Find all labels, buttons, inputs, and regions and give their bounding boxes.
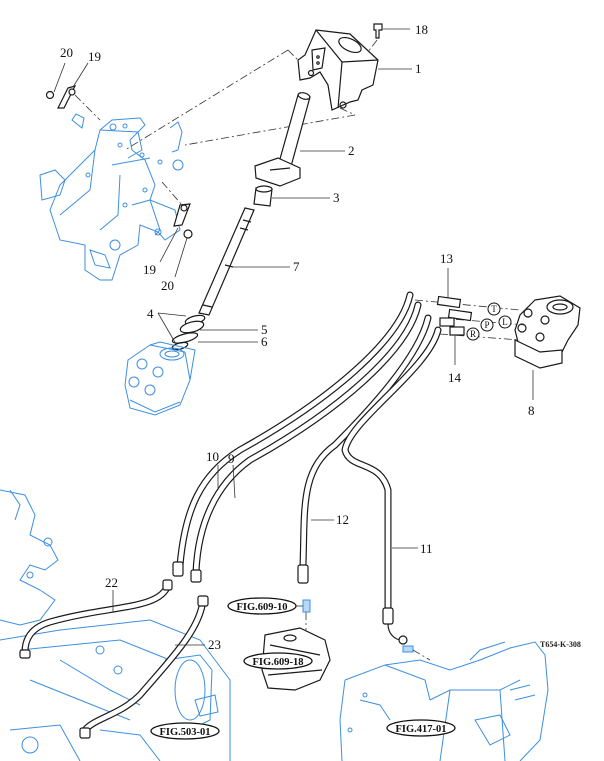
callout-2: 2	[348, 143, 355, 158]
callout-9: 9	[228, 451, 235, 466]
svg-text:R: R	[470, 329, 476, 339]
fig-ref-417-01[interactable]: FIG.417-01	[386, 719, 456, 737]
steering-valve-unit	[514, 295, 581, 400]
callout-11: 11	[420, 541, 433, 556]
callout-8: 8	[528, 403, 535, 418]
callout-20-lower: 20	[161, 278, 174, 293]
hose-bundle	[172, 291, 442, 645]
callout-5: 5	[261, 322, 268, 337]
svg-text:L: L	[502, 317, 508, 327]
port-label-p: P	[480, 318, 494, 332]
steering-column-bracket	[297, 29, 379, 111]
svg-text:FIG.609-10: FIG.609-10	[236, 602, 287, 613]
front-axle-context	[0, 489, 231, 761]
bushing	[253, 185, 330, 207]
callout-3: 3	[333, 190, 340, 205]
drawing-reference-code: T654-K-308	[540, 640, 581, 649]
callout-20-upper: 20	[60, 45, 73, 60]
callout-18: 18	[415, 22, 428, 37]
port-label-l: L	[498, 315, 512, 329]
callout-1: 1	[415, 61, 422, 76]
steering-unit-context	[124, 341, 196, 416]
callout-12: 12	[336, 512, 349, 527]
svg-text:FIG.503-01: FIG.503-01	[159, 727, 210, 738]
port-label-t: T	[487, 302, 501, 316]
fig-ref-609-10[interactable]: FIG.609-10	[227, 597, 303, 615]
steering-shaft	[198, 207, 290, 316]
callout-6: 6	[261, 334, 268, 349]
callout-19-upper: 19	[88, 49, 101, 64]
bolt-18	[367, 23, 410, 53]
hose-23	[79, 595, 209, 739]
fig-ref-503-01[interactable]: FIG.503-01	[150, 722, 220, 740]
clamp-19-upper	[45, 62, 89, 109]
callout-19-lower: 19	[143, 262, 156, 277]
svg-text:FIG.609-18: FIG.609-18	[252, 657, 303, 668]
fig-ref-609-18[interactable]: FIG.609-18	[243, 652, 313, 670]
svg-text:T: T	[491, 304, 497, 314]
port-label-r: R	[466, 327, 480, 341]
callout-13: 13	[440, 251, 453, 266]
svg-text:FIG.417-01: FIG.417-01	[395, 724, 446, 735]
hose-22	[19, 579, 173, 659]
callout-14: 14	[448, 370, 462, 385]
callout-23: 23	[208, 637, 221, 652]
callout-22: 22	[105, 575, 118, 590]
transmission-context	[339, 641, 549, 761]
svg-text:P: P	[484, 320, 489, 330]
clamp-19-lower	[159, 181, 193, 278]
callout-7: 7	[293, 259, 300, 274]
callout-10: 10	[206, 449, 219, 464]
adapter-fittings	[436, 268, 473, 365]
steering-column-tube	[254, 92, 345, 187]
dashboard-frame-context	[39, 113, 184, 281]
callout-4: 4	[147, 306, 154, 321]
